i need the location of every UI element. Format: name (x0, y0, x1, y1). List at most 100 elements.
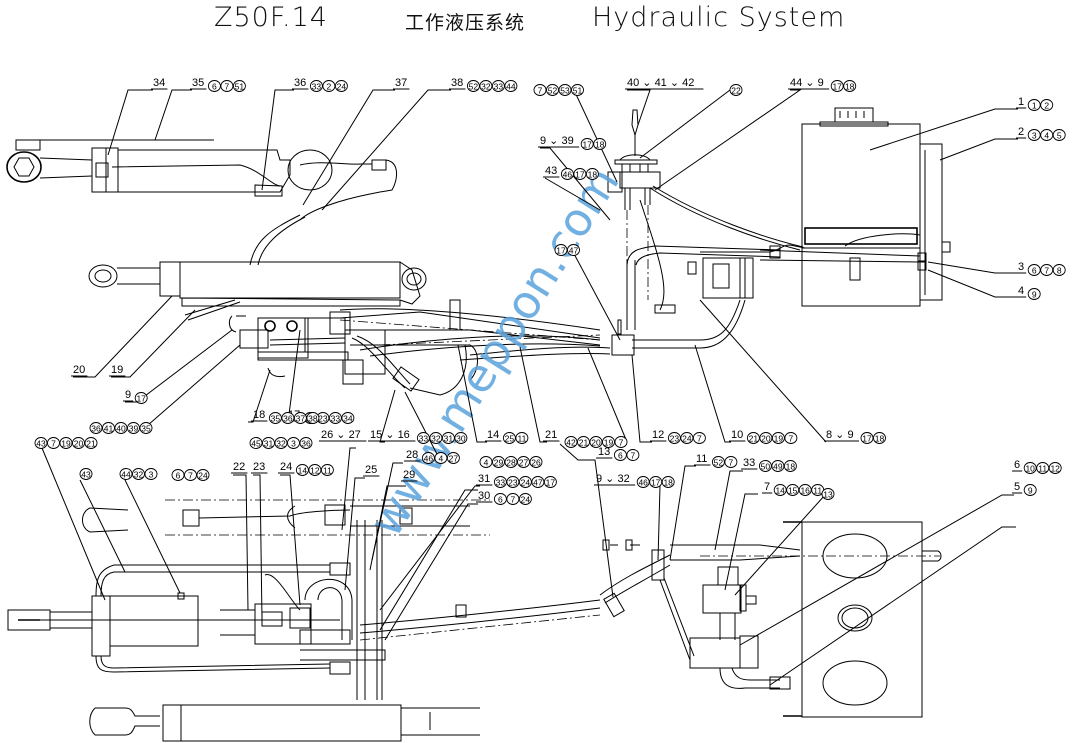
ref-circle (517, 456, 530, 468)
ref-circle (546, 84, 559, 96)
ref-number: 4 (484, 458, 489, 468)
ref-circle (1036, 462, 1050, 474)
ref-circle (295, 464, 309, 476)
ref-circle (667, 432, 681, 444)
ref-number: 36 (283, 414, 293, 424)
ref-number: 51 (573, 86, 583, 96)
ref-number: 33 (419, 434, 429, 444)
ref-number: 39 (129, 424, 139, 434)
ref-circle (504, 456, 518, 468)
callout-c40b: 22 (729, 84, 743, 96)
callout-c29: 29 (401, 469, 418, 482)
ref-number: 50 (761, 462, 771, 472)
ref-circle (533, 84, 547, 96)
ref-number: 7 (225, 82, 230, 92)
ref-circle (1052, 264, 1066, 276)
ref-circle (626, 449, 640, 461)
ref-number: 13 (823, 490, 833, 500)
ref-number: 17 (651, 478, 661, 488)
ref-number: 40 (116, 424, 126, 434)
ref-circle (220, 80, 234, 92)
ref-circle (341, 412, 355, 424)
ref-circle (479, 80, 493, 92)
ref-circle (531, 476, 545, 488)
ref-circle (334, 80, 348, 92)
ref-circle (119, 468, 133, 480)
ref-circle (139, 422, 153, 434)
ref-circle (724, 456, 738, 468)
ref-circle (573, 168, 587, 180)
callout-number: 2 (1018, 126, 1024, 138)
callout-number: 9 ⌄ 32 (596, 473, 630, 485)
drawing-code: Z50F.14 (214, 2, 328, 33)
ref-circle (798, 484, 812, 496)
ref-number: 24 (521, 478, 531, 488)
ref-circle (492, 456, 505, 468)
ref-number: 7 (697, 434, 702, 444)
ref-circle (636, 476, 650, 488)
ref-circle (446, 452, 460, 464)
ref-number: 27 (519, 458, 529, 468)
ref-circle (47, 437, 60, 449)
ref-number: 52 (714, 458, 724, 468)
ref-circle (479, 456, 493, 468)
ref-circle (593, 138, 607, 150)
ref-circle (649, 476, 663, 488)
ref-number: 33 (494, 82, 504, 92)
main-hoses (339, 308, 611, 361)
callout-number: 1 (1018, 96, 1024, 108)
callout-number: 13 (598, 446, 610, 458)
callout-number: 5 (1014, 481, 1020, 493)
ref-number: 36 (301, 439, 311, 449)
ref-circle (758, 460, 772, 472)
distribution-block (611, 199, 781, 356)
ref-number: 35 (271, 414, 281, 424)
ref-number: 14 (298, 466, 308, 476)
callout-number: 44 ⌄ 9 (790, 77, 824, 89)
ref-number: 19 (774, 434, 784, 444)
ref-circle (134, 392, 148, 404)
ref-number: 46 (563, 170, 573, 180)
ref-number: 46 (638, 478, 648, 488)
ref-number: 19 (604, 438, 614, 448)
ref-number: 32 (431, 434, 441, 444)
ref-circle (783, 460, 797, 472)
callout-c19: 19 (109, 364, 126, 377)
ref-circle (1040, 264, 1054, 276)
ref-circle (1023, 484, 1037, 496)
callout-c20: 20 (71, 364, 88, 377)
ref-circle (729, 84, 743, 96)
ref-number: 17 (556, 246, 566, 256)
boom-cylinder (88, 214, 427, 321)
ref-circle (491, 80, 505, 92)
ref-number: 47 (569, 246, 579, 256)
callout-number: 18 (253, 409, 265, 421)
callout-c23: 23 (251, 461, 268, 474)
callout-number: 12 (652, 429, 664, 441)
ref-circle (554, 244, 568, 256)
callout-number: 37 (395, 77, 407, 89)
ref-number: 38 (308, 414, 318, 424)
ref-number: 11 (1038, 464, 1047, 474)
callout-number: 31 (478, 473, 490, 485)
callout-number: 21 (545, 429, 557, 441)
ref-circle (249, 437, 263, 449)
ref-circle (421, 452, 435, 464)
callout-number: 10 (731, 429, 743, 441)
ref-circle (171, 469, 185, 481)
ref-number: 31 (444, 434, 454, 444)
ref-number: 51 (235, 82, 245, 92)
ref-number: 52 (548, 86, 558, 96)
ref-number: 21 (86, 439, 96, 449)
ref-circle (454, 432, 468, 444)
ref-number: 6 (1032, 266, 1037, 276)
